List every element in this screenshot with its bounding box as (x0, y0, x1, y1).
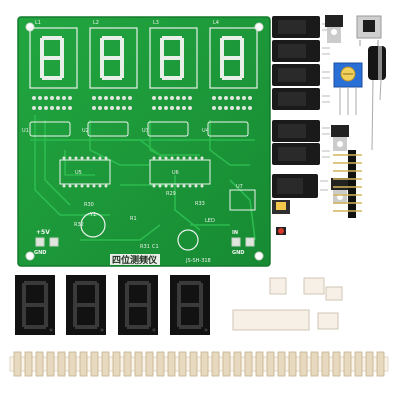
trim-potentiometer (333, 62, 363, 115)
loose-displays (15, 275, 210, 335)
title-plate (110, 254, 160, 265)
label-in: IN (232, 230, 238, 236)
label-led: LED (205, 218, 215, 224)
label-y1: Y1 (89, 212, 96, 218)
label-power: +5V (36, 229, 50, 236)
small-parts (272, 200, 290, 235)
label-gnd-left: GND (34, 250, 46, 256)
label-r31: R31 (140, 244, 150, 250)
label-u5: U5 (75, 170, 82, 176)
label-u7: U7 (236, 184, 243, 190)
tact-switch (356, 15, 382, 46)
label-l2: L2 (93, 20, 99, 26)
label-u4: U4 (202, 128, 209, 134)
board-display-footprints (29, 27, 258, 89)
label-l3: L3 (153, 20, 159, 26)
label-u3: U3 (142, 128, 149, 134)
label-u6: U6 (172, 170, 179, 176)
label-l1: L1 (35, 20, 41, 26)
label-u2: U2 (82, 128, 89, 134)
board-model: JS-SH-318 (185, 258, 211, 264)
label-r32: R32 (74, 222, 84, 228)
resistor-strip (9, 351, 389, 377)
transistors (325, 15, 349, 204)
ceramic-blocks (232, 277, 343, 331)
label-r29: R29 (166, 191, 176, 197)
label-l4: L4 (213, 20, 219, 26)
label-c1: C1 (152, 244, 159, 250)
electrolytic-capacitor (368, 46, 386, 151)
label-gnd-right: GND (232, 250, 244, 256)
pin-header (333, 150, 362, 218)
label-r30: R30 (84, 202, 94, 208)
power-modules (272, 16, 330, 198)
label-r33: R33 (195, 201, 205, 207)
board-title: 四位测频仪 (112, 254, 158, 266)
label-u1: U1 (22, 128, 29, 134)
label-r1: R1 (130, 216, 137, 222)
pcb-board: L1 L2 L3 L4 U1 U2 U3 U4 U5 U6 U7 R29 R30… (17, 16, 271, 267)
